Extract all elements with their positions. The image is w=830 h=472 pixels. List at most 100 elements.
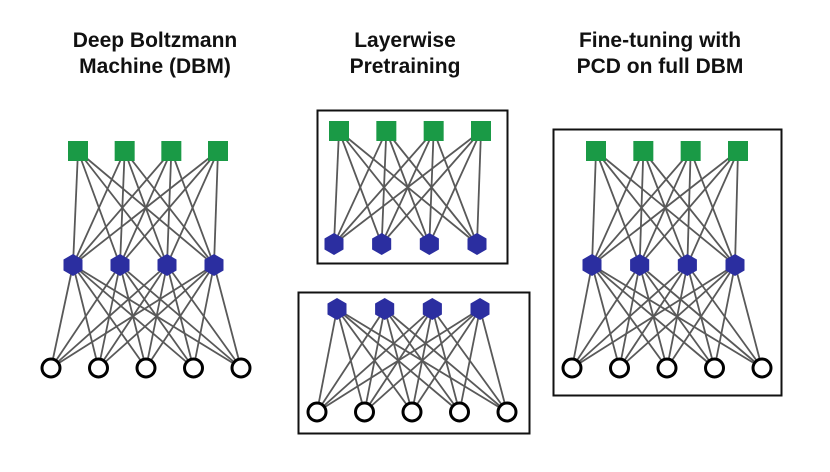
title-fine-tuning: Fine-tuning with PCD on full DBM bbox=[545, 28, 775, 80]
dbm-hidden2-unit-3 bbox=[208, 141, 228, 161]
title-layerwise-pretraining: Layerwise Pretraining bbox=[295, 28, 515, 80]
finetune-edge-0-1-0 bbox=[591, 150, 645, 266]
finetune-edge-1-1-0 bbox=[571, 264, 641, 369]
dbm-edge-0-2-0 bbox=[72, 150, 173, 266]
pretrain-top-hidden2-unit-3 bbox=[471, 121, 491, 141]
title-fine-tuning-line-2: PCD on full DBM bbox=[576, 55, 744, 78]
dbm-hidden1-unit-2 bbox=[157, 254, 177, 276]
dbm-edge-0-3-3 bbox=[213, 150, 219, 266]
pretrain-top-hidden2-unit-1 bbox=[376, 121, 397, 141]
finetune-visible-unit-0 bbox=[561, 357, 583, 379]
pretrain-top-hidden1-unit-3 bbox=[467, 233, 487, 255]
pretrain-top-hidden2-unit-2 bbox=[423, 121, 444, 141]
pretrain-bottom-hidden1-unit-1 bbox=[375, 298, 395, 320]
dbm-visible-unit-3 bbox=[183, 357, 204, 379]
finetune-edge-1-3-1 bbox=[618, 264, 736, 369]
dbm-network bbox=[40, 141, 252, 379]
finetune-hidden2-unit-1 bbox=[633, 141, 654, 161]
pretrain-top-edge-0-3-1 bbox=[380, 130, 482, 245]
dbm-hidden2-unit-0 bbox=[68, 141, 88, 161]
pretrain-top-edge-0-0-0 bbox=[333, 130, 340, 245]
pretraining-top-box bbox=[316, 109, 509, 265]
dbm-edge-1-1-0 bbox=[50, 264, 121, 369]
finetune-hidden2-unit-2 bbox=[680, 141, 701, 161]
dbm-edge-1-3-0 bbox=[50, 264, 215, 369]
title-fine-tuning-line-1: Fine-tuning with bbox=[578, 29, 742, 52]
dbm-edge-0-0-0 bbox=[72, 150, 79, 266]
pretrain-bottom-hidden1-unit-0 bbox=[327, 298, 347, 320]
finetune-hidden1-unit-1 bbox=[630, 254, 650, 276]
finetune-hidden1-unit-2 bbox=[677, 254, 697, 276]
pretrain-bottom-visible-unit-3 bbox=[449, 401, 470, 423]
title-dbm: Deep Boltzmann Machine (DBM) bbox=[45, 28, 265, 80]
finetune-hidden1-unit-0 bbox=[582, 254, 602, 276]
pretrain-bottom-edge-0-3-2 bbox=[411, 308, 481, 413]
dbm-edge-1-3-4 bbox=[213, 264, 242, 369]
pretrain-bottom-visible-unit-1 bbox=[354, 401, 375, 423]
finetune-edge-1-3-4 bbox=[734, 264, 763, 369]
dbm-edge-1-2-0 bbox=[50, 264, 168, 369]
finetune-hidden1-unit-3 bbox=[725, 254, 745, 276]
dbm-hidden1-unit-3 bbox=[204, 254, 224, 276]
finetune-edge-1-3-2 bbox=[666, 264, 736, 369]
finetune-visible-unit-2 bbox=[656, 357, 678, 379]
pretrain-bottom-edge-0-3-1 bbox=[363, 308, 481, 413]
finetune-network bbox=[561, 141, 773, 379]
dbm-hidden2-unit-1 bbox=[114, 141, 135, 161]
title-dbm-line-2: Machine (DBM) bbox=[79, 55, 231, 78]
dbm-visible-unit-2 bbox=[135, 357, 157, 379]
title-layerwise-line-2: Pretraining bbox=[349, 55, 461, 78]
finetune-edge-1-2-0 bbox=[571, 264, 688, 369]
dbm-edge-0-3-0 bbox=[72, 150, 219, 266]
title-layerwise-line-1: Layerwise bbox=[354, 29, 456, 52]
pretrain-top-edge-0-3-3 bbox=[476, 130, 482, 245]
pretraining-bottom-box bbox=[297, 291, 531, 435]
pretrain-top-hidden1-unit-1 bbox=[372, 233, 392, 255]
pretrain-bottom-edge-0-3-0 bbox=[316, 308, 481, 413]
finetune-edge-0-3-2 bbox=[686, 150, 739, 266]
pretrain-top-edge-0-3-2 bbox=[428, 130, 482, 245]
dbm-edge-0-3-1 bbox=[119, 150, 219, 266]
pretrain-top-edge-0-1-0 bbox=[333, 130, 388, 245]
dbm-edge-1-3-3 bbox=[192, 264, 215, 369]
dbm-edge-1-0-0 bbox=[50, 264, 74, 369]
finetune-edge-1-3-3 bbox=[713, 264, 736, 369]
finetune-visible-unit-4 bbox=[751, 357, 773, 379]
finetune-edge-0-3-1 bbox=[638, 150, 739, 266]
finetune-edge-0-3-3 bbox=[734, 150, 739, 266]
finetune-edge-1-0-0 bbox=[571, 264, 593, 369]
finetune-edge-0-0-0 bbox=[591, 150, 597, 266]
dbm-edge-1-3-2 bbox=[145, 264, 215, 369]
pretrain-top-hidden2-unit-0 bbox=[329, 121, 349, 141]
finetune-edge-0-3-0 bbox=[591, 150, 739, 266]
dbm-visible-unit-4 bbox=[230, 357, 252, 379]
pretrain-top-edge-0-2-0 bbox=[333, 130, 435, 245]
pretrain-top-hidden1-unit-2 bbox=[419, 233, 439, 255]
pretrain-bottom-hidden1-unit-2 bbox=[422, 298, 442, 320]
pretrain-bottom-edge-0-0-0 bbox=[316, 308, 338, 413]
pretrain-bottom-edge-0-1-0 bbox=[316, 308, 386, 413]
dbm-visible-unit-1 bbox=[88, 357, 109, 379]
pretrain-bottom-edge-0-3-4 bbox=[479, 308, 508, 413]
dbm-hidden2-unit-2 bbox=[161, 141, 182, 161]
finetune-visible-unit-3 bbox=[704, 357, 725, 379]
pretrain-top-edge-0-3-0 bbox=[333, 130, 482, 245]
dbm-edge-0-3-2 bbox=[166, 150, 219, 266]
dbm-edge-1-3-1 bbox=[97, 264, 215, 369]
finetune-visible-unit-1 bbox=[609, 357, 630, 379]
dbm-visible-unit-0 bbox=[40, 357, 62, 379]
pretrain-bottom-hidden1-unit-3 bbox=[470, 298, 490, 320]
fine-tuning-box bbox=[552, 128, 783, 397]
pretrain-bottom-visible-unit-0 bbox=[306, 401, 328, 423]
pretrain-bottom-visible-unit-4 bbox=[496, 401, 518, 423]
finetune-hidden2-unit-3 bbox=[728, 141, 748, 161]
finetune-hidden2-unit-0 bbox=[586, 141, 606, 161]
pretrain-bottom-edge-0-3-3 bbox=[458, 308, 481, 413]
finetune-edge-1-3-0 bbox=[571, 264, 736, 369]
pretrain-bottom-edge-0-2-0 bbox=[316, 308, 433, 413]
pretrain-bottom-network bbox=[306, 298, 518, 423]
dbm-edge-0-1-0 bbox=[72, 150, 126, 266]
pretrain-bottom-visible-unit-2 bbox=[401, 401, 423, 423]
title-dbm-line-1: Deep Boltzmann bbox=[72, 29, 238, 52]
